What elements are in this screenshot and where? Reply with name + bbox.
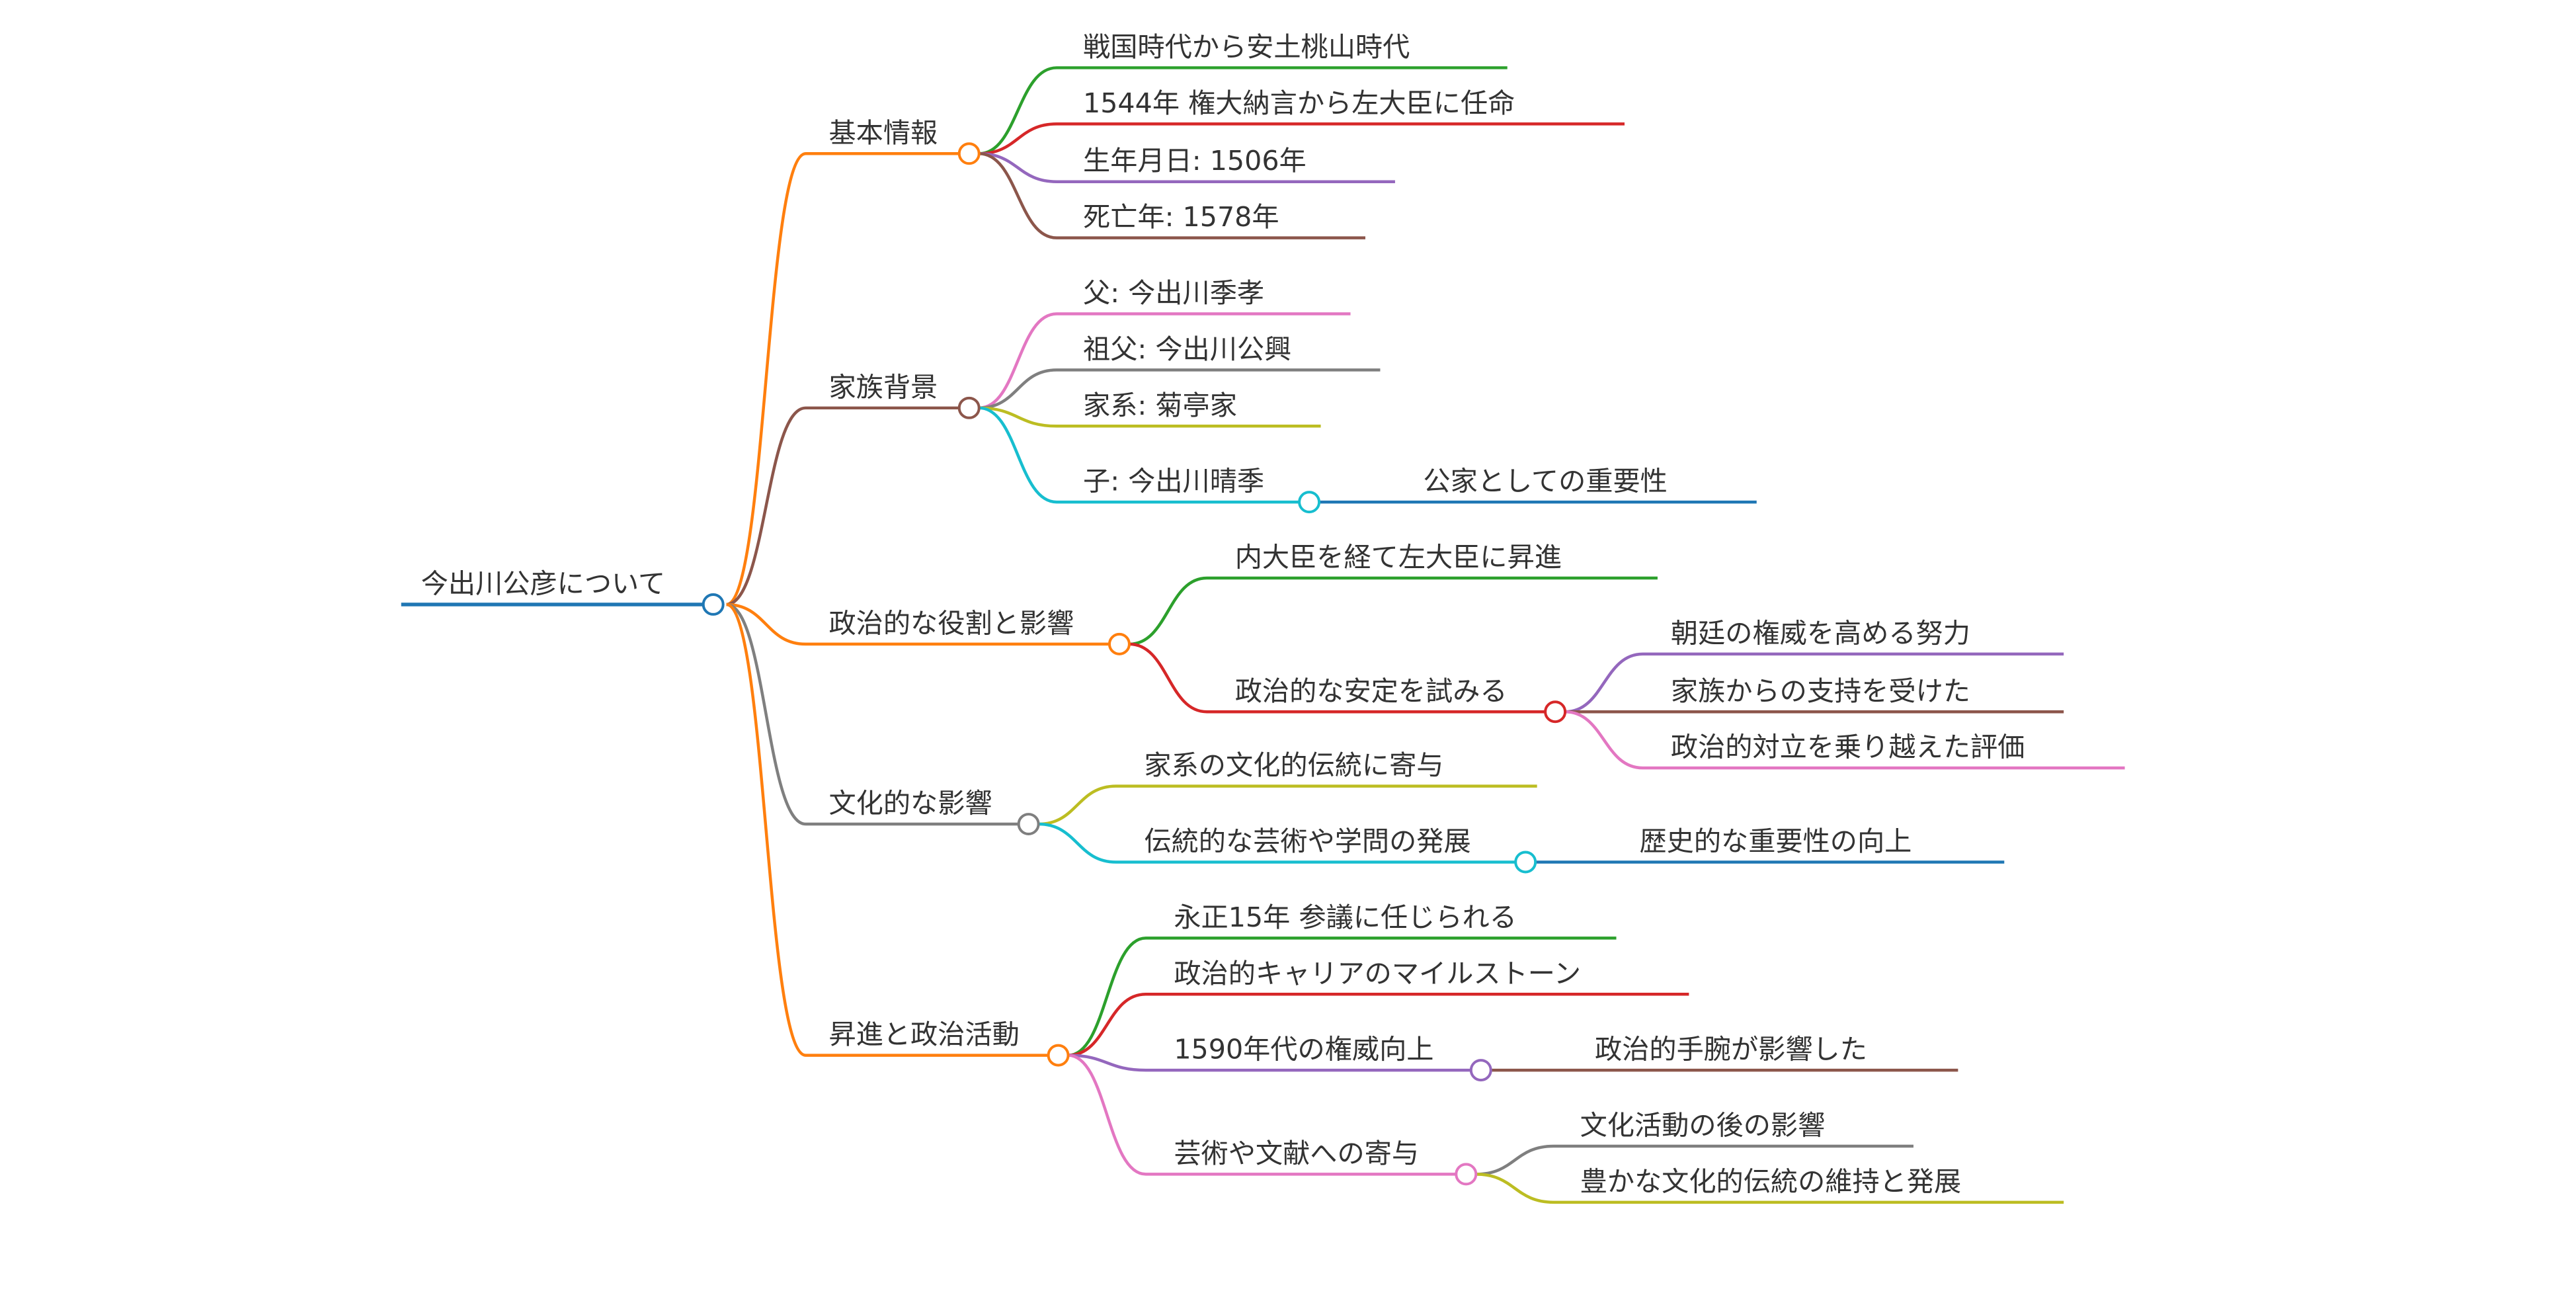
leaf-court-noble-importance-label[interactable]: 公家としての重要性: [1423, 466, 1667, 497]
leaf-conflict-evaluation-label[interactable]: 政治的対立を乗り越えた評価: [1671, 731, 2025, 763]
leaf-grandfather-label[interactable]: 祖父: 今出川公興: [1083, 333, 1291, 365]
node-political-role-label[interactable]: 政治的な役割と影響: [828, 607, 1074, 639]
node-arts-learning-label[interactable]: 伝統的な芸術や学問の発展: [1144, 825, 1470, 857]
leaf-milestone-label[interactable]: 政治的キャリアのマイルストーン: [1174, 958, 1581, 989]
edge-leaf-cultural-activity: [1476, 1144, 1913, 1176]
edge-node-arts-learning: [1038, 822, 1526, 864]
edge-node-literature: [1068, 1054, 1467, 1176]
leaf-cultural-activity-label[interactable]: 文化活動の後の影響: [1580, 1109, 1826, 1141]
node-career-circle[interactable]: [1047, 1044, 1070, 1067]
node-stability-circle[interactable]: [1544, 700, 1567, 724]
node-stability-label[interactable]: 政治的な安定を試みる: [1235, 675, 1508, 707]
leaf-cultural-tradition-label[interactable]: 豊かな文化的伝統の維持と発展: [1580, 1165, 1962, 1197]
edge-leaf-sangi: [1068, 937, 1617, 1057]
edge-leaf-conflict-evaluation: [1565, 710, 2125, 770]
node-cultural-influence-label[interactable]: 文化的な影響: [828, 788, 992, 819]
leaf-political-skill-label[interactable]: 政治的手腕が影響した: [1595, 1034, 1867, 1065]
edge-leaf-era: [979, 66, 1508, 155]
edge-node-basic-info: [725, 152, 969, 606]
node-career-label[interactable]: 昇進と政治活動: [828, 1019, 1019, 1050]
leaf-appointment-label[interactable]: 1544年 権大納言から左大臣に任命: [1083, 87, 1515, 119]
node-political-role-circle[interactable]: [1107, 632, 1131, 655]
root-label: 今出川公彦について: [421, 567, 665, 599]
leaf-court-authority-label[interactable]: 朝廷の権威を高める努力: [1671, 617, 1970, 649]
leaf-father-label[interactable]: 父: 今出川季孝: [1083, 277, 1264, 309]
edge-leaf-appointment: [979, 122, 1625, 155]
edge-leaf-court-authority: [1565, 652, 2064, 714]
edge-node-family-background: [726, 406, 969, 606]
edge-leaf-death: [979, 152, 1365, 239]
node-circle-root[interactable]: [702, 593, 725, 616]
leaf-family-culture-label[interactable]: 家系の文化的伝統に寄与: [1144, 749, 1443, 781]
leaf-birth-label[interactable]: 生年月日: 1506年: [1083, 145, 1307, 177]
node-literature-circle[interactable]: [1455, 1163, 1478, 1186]
node-authority-1590s-circle[interactable]: [1469, 1059, 1492, 1082]
node-child-label[interactable]: 子: 今出川晴季: [1083, 466, 1264, 497]
node-literature-label[interactable]: 芸術や文献への寄与: [1174, 1138, 1419, 1169]
leaf-historical-importance-label[interactable]: 歴史的な重要性の向上: [1639, 825, 1912, 857]
edge-leaf-family-culture: [1038, 784, 1537, 826]
node-authority-1590s-label[interactable]: 1590年代の権威向上: [1174, 1034, 1433, 1065]
edge-node-stability: [1129, 642, 1556, 714]
edge-node-career: [725, 603, 1059, 1057]
edge-node-authority-1590s: [1068, 1054, 1481, 1072]
edge-leaf-grandfather: [979, 368, 1381, 410]
edge-leaf-milestone: [1068, 992, 1689, 1057]
node-family-background-label[interactable]: 家族背景: [828, 371, 938, 403]
node-cultural-influence-circle[interactable]: [1017, 813, 1040, 836]
leaf-sangi-label[interactable]: 永正15年 参議に任じられる: [1174, 901, 1517, 933]
leaf-death-label[interactable]: 死亡年: 1578年: [1083, 201, 1279, 233]
node-basic-info-circle[interactable]: [957, 142, 981, 165]
edge-leaf-promotion: [1129, 576, 1658, 646]
node-family-background-circle[interactable]: [957, 396, 981, 419]
edge-node-cultural-influence: [726, 603, 1029, 826]
edge-node-child: [979, 406, 1310, 504]
edge-leaf-birth: [979, 152, 1395, 183]
leaf-era-label[interactable]: 戦国時代から安土桃山時代: [1083, 31, 1410, 63]
leaf-lineage-label[interactable]: 家系: 菊亭家: [1083, 390, 1237, 421]
node-arts-learning-circle[interactable]: [1514, 851, 1537, 874]
edge-leaf-father: [979, 312, 1351, 410]
edge-leaf-lineage: [979, 406, 1321, 428]
edge-node-political-role: [726, 603, 1119, 646]
edge-leaf-cultural-tradition: [1476, 1173, 2064, 1204]
leaf-promotion-label[interactable]: 内大臣を経て左大臣に昇進: [1235, 542, 1562, 573]
leaf-family-support-label[interactable]: 家族からの支持を受けた: [1671, 675, 1970, 707]
node-child-circle[interactable]: [1298, 491, 1321, 514]
node-basic-info-label[interactable]: 基本情報: [828, 117, 938, 149]
